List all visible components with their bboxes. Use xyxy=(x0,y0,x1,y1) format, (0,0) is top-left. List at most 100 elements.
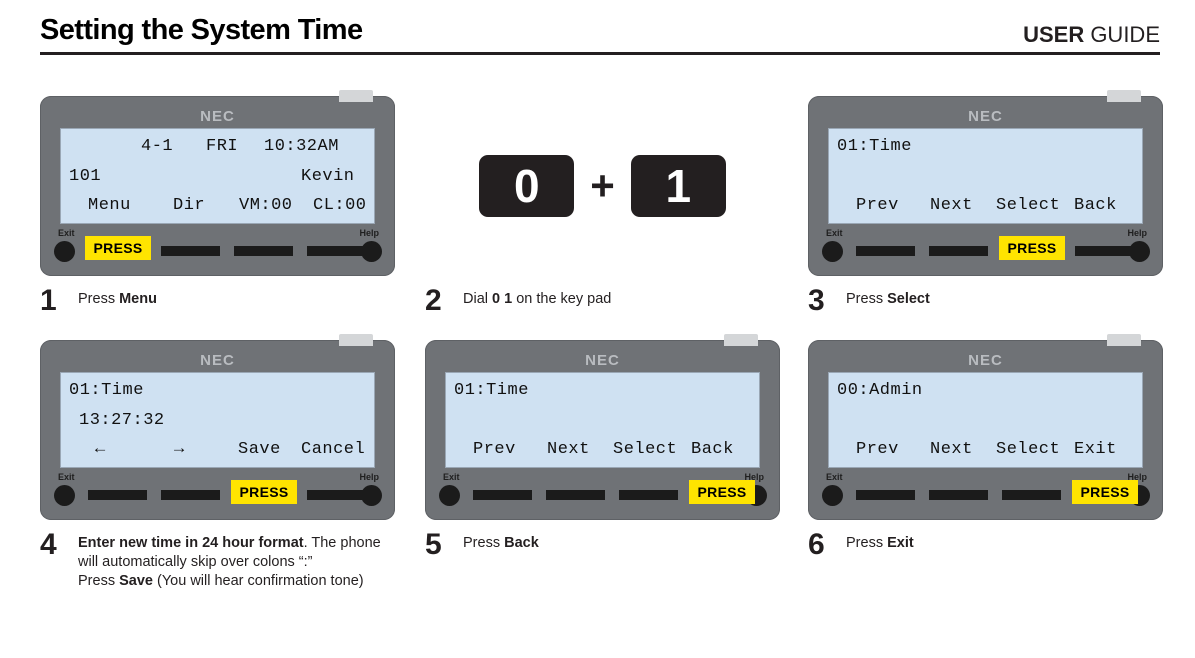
exit-round-button[interactable] xyxy=(54,241,75,262)
softkey-3[interactable] xyxy=(1002,490,1061,500)
step-caption: 1 Press Menu xyxy=(40,286,426,320)
instruction-line: Press Exit xyxy=(846,534,1194,553)
plus-icon: + xyxy=(590,162,615,209)
press-highlight-softkey-3[interactable]: PRESS xyxy=(231,480,297,504)
instruction-emphasis: Save xyxy=(119,573,153,589)
press-highlight-softkey-4[interactable]: PRESS xyxy=(1072,480,1138,504)
softkey-3[interactable] xyxy=(234,246,293,256)
nec-logo: NEC xyxy=(968,352,1003,369)
instruction-emphasis: Enter new time in 24 hour format xyxy=(78,535,304,551)
softkey-2[interactable] xyxy=(161,490,220,500)
keypad-key-0[interactable]: 0 xyxy=(479,155,575,217)
lcd-text-1-1: 01:Time xyxy=(837,137,912,156)
lcd-text-2-2: Kevin xyxy=(301,167,355,186)
instruction-fragment: . The phone xyxy=(303,535,381,551)
instruction-emphasis: Select xyxy=(887,291,930,307)
lcd-text-1-1: 01:Time xyxy=(454,381,529,400)
exit-round-button[interactable] xyxy=(822,241,843,262)
help-key-label: Help xyxy=(359,472,379,482)
help-round-button[interactable] xyxy=(361,241,382,262)
lcd-text-1-1: 00:Admin xyxy=(837,381,923,400)
softkey-2[interactable] xyxy=(546,490,605,500)
phone-top-tab xyxy=(724,334,758,346)
exit-key-label: Exit xyxy=(443,472,460,482)
phone-top-tab xyxy=(339,90,373,102)
nec-logo: NEC xyxy=(200,352,235,369)
instruction-fragment: Press xyxy=(78,291,120,307)
instruction-emphasis: Back xyxy=(504,535,539,551)
lcd-text-3-2: Next xyxy=(547,440,590,459)
instruction-line: will automatically skip over colons “:” xyxy=(78,553,426,572)
nec-logo: NEC xyxy=(585,352,620,369)
softkey-1[interactable] xyxy=(473,490,532,500)
lcd-text-3-4: Cancel xyxy=(301,440,366,459)
softkey-4[interactable] xyxy=(1075,246,1134,256)
step-caption: 6 Press Exit xyxy=(808,530,1194,564)
instruction-fragment: Press xyxy=(463,535,505,551)
softkey-2[interactable] xyxy=(161,246,220,256)
softkey-3[interactable] xyxy=(619,490,678,500)
help-round-button[interactable] xyxy=(361,485,382,506)
instruction-emphasis: Menu xyxy=(119,291,157,307)
guide-light-text: GUIDE xyxy=(1084,22,1160,47)
press-highlight-softkey-4[interactable]: PRESS xyxy=(689,480,755,504)
lcd-text-3-2: Dir xyxy=(173,196,206,215)
softkey-1[interactable] xyxy=(856,490,915,500)
softkey-4[interactable] xyxy=(307,490,366,500)
press-highlight-softkey-3[interactable]: PRESS xyxy=(999,236,1065,260)
press-highlight-softkey-1[interactable]: PRESS xyxy=(85,236,151,260)
instruction-line: Press Select xyxy=(846,290,1194,309)
page-header: Setting the System Time USER GUIDE xyxy=(40,14,1160,58)
lcd-text-1-2: FRI xyxy=(206,137,239,156)
step-instruction-text: Press Back xyxy=(463,534,811,553)
instruction-line: Dial 0 1 on the key pad xyxy=(463,290,811,309)
instruction-emphasis: Exit xyxy=(887,535,914,551)
lcd-text-3-1: Menu xyxy=(88,196,131,215)
softkey-4[interactable] xyxy=(307,246,366,256)
lcd-text-3-3: Select xyxy=(613,440,678,459)
lcd-line-2 xyxy=(829,406,1142,436)
exit-round-button[interactable] xyxy=(439,485,460,506)
exit-round-button[interactable] xyxy=(822,485,843,506)
phone-top-tab xyxy=(1107,90,1141,102)
user-guide-label: USER GUIDE xyxy=(1023,22,1160,48)
exit-round-button[interactable] xyxy=(54,485,75,506)
exit-key-label: Exit xyxy=(58,228,75,238)
step-number: 6 xyxy=(808,528,825,561)
lcd-text-2-1: 13:27:32 xyxy=(79,411,165,430)
instruction-fragment: (You will hear confirmation tone) xyxy=(152,573,364,589)
softkey-1[interactable] xyxy=(856,246,915,256)
softkey-1[interactable] xyxy=(88,490,147,500)
help-key-label: Help xyxy=(359,228,379,238)
softkey-2[interactable] xyxy=(929,490,988,500)
lcd-text-3-1: Prev xyxy=(473,440,516,459)
instruction-fragment: will automatically skip over colons “:” xyxy=(78,554,313,570)
instruction-fragment: on the key pad xyxy=(512,291,612,307)
step-number: 1 xyxy=(40,284,57,317)
lcd-text-1-3: 10:32AM xyxy=(264,137,339,156)
lcd-text-1-1: 01:Time xyxy=(69,381,144,400)
softkey-2[interactable] xyxy=(929,246,988,256)
page-title: Setting the System Time xyxy=(40,14,363,46)
lcd-text-3-1: Prev xyxy=(856,196,899,215)
keypad-key-1[interactable]: 1 xyxy=(630,155,726,217)
lcd-line-1: 01:Time xyxy=(446,376,759,406)
help-round-button[interactable] xyxy=(1129,241,1150,262)
help-key-label: Help xyxy=(1127,472,1147,482)
